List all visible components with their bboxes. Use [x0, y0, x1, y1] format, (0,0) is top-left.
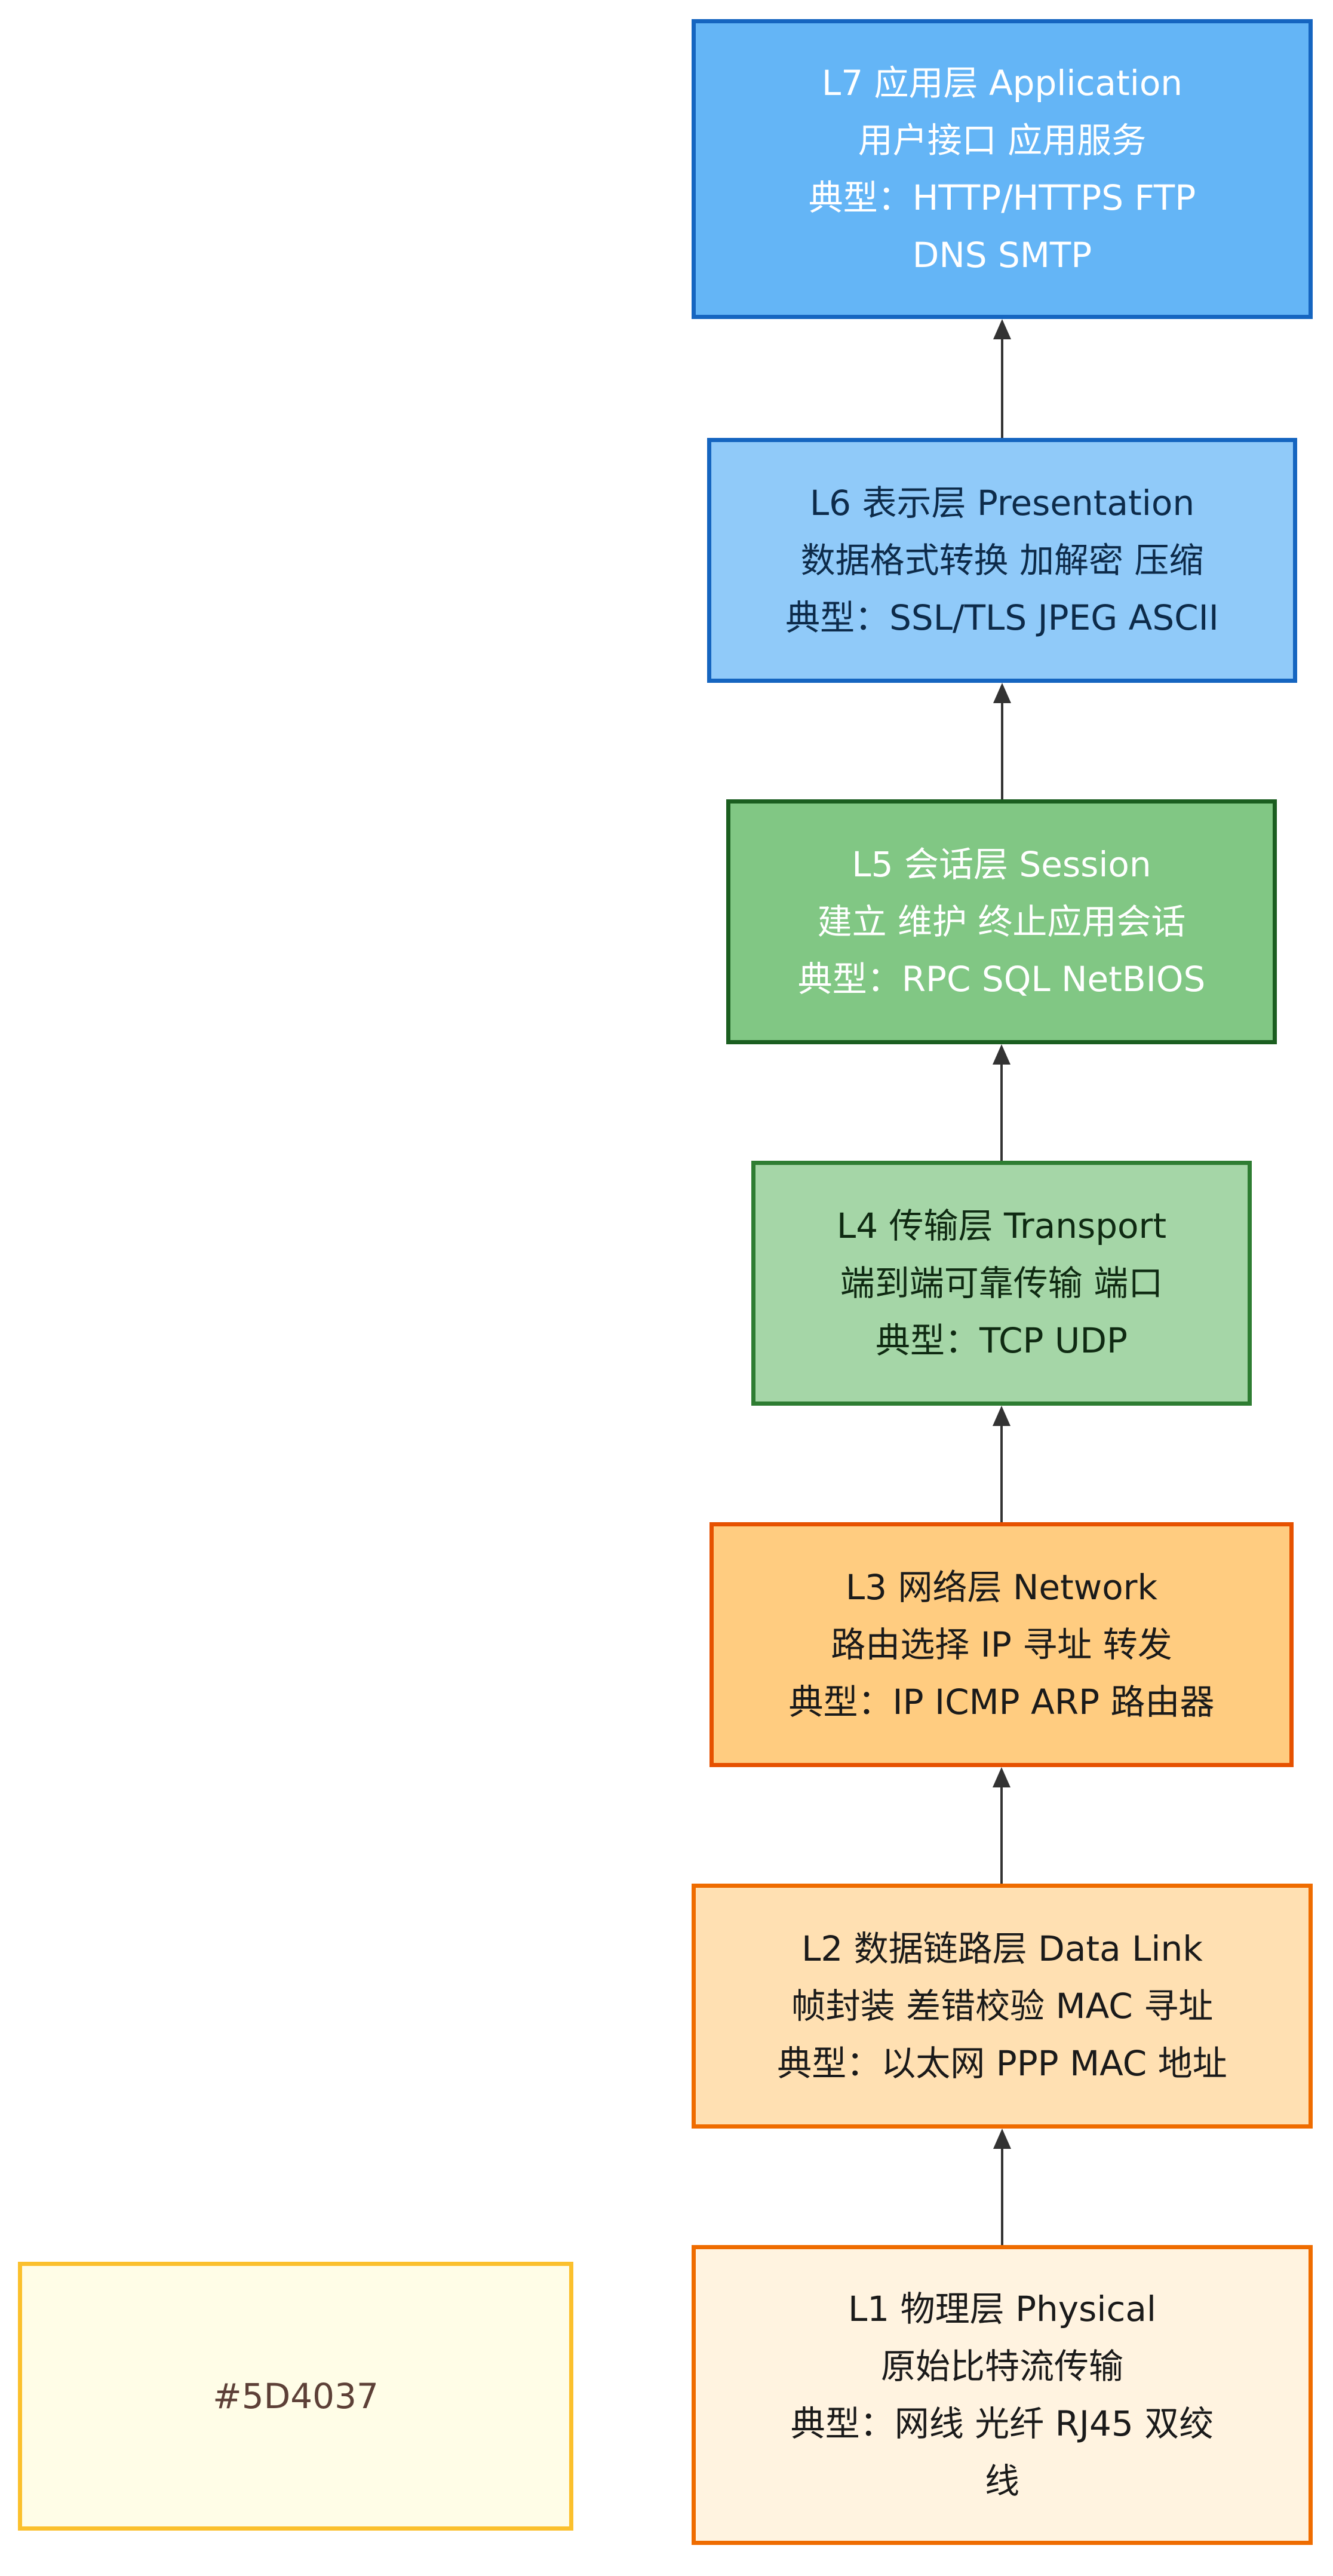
layer-description: 原始比特流传输: [880, 2346, 1123, 2387]
layer-title: L5 会话层 Session: [852, 844, 1151, 885]
layer-examples: 典型：IP ICMP ARP 路由器: [788, 1682, 1215, 1722]
layer-title: L4 传输层 Transport: [836, 1206, 1167, 1246]
layer-description: 端到端可靠传输 端口: [840, 1263, 1163, 1304]
edge-line: [1000, 1424, 1003, 1522]
edge-line: [1001, 2146, 1003, 2245]
edge-line: [1000, 1785, 1003, 1884]
edge-line: [1001, 337, 1003, 438]
layer-examples: 典型：以太网 PPP MAC 地址: [777, 2043, 1227, 2084]
arrow-up-icon: [993, 2129, 1011, 2149]
mnemonic-text: #5D4037: [213, 2376, 379, 2416]
arrow-up-icon: [993, 319, 1011, 339]
layer-description: 数据格式转换 加解密 压缩: [800, 540, 1204, 581]
layer-examples: 典型：TCP UDP: [875, 1320, 1128, 1361]
layer-title: L6 表示层 Presentation: [809, 483, 1195, 523]
layer-examples: 典型：SSL/TLS JPEG ASCII: [785, 597, 1219, 638]
layer-title: L2 数据链路层 Data Link: [801, 1928, 1203, 1969]
layer-description: 帧封装 差错校验 MAC 寻址: [791, 1986, 1214, 2026]
layer-examples-cont: 线: [984, 2461, 1019, 2501]
layer-title: L7 应用层 Application: [821, 63, 1183, 103]
arrow-up-icon: [993, 683, 1011, 703]
layer-examples: 典型：RPC SQL NetBIOS: [797, 959, 1206, 999]
layer-node-l7-application: L7 应用层 Application 用户接口 应用服务 典型：HTTP/HTT…: [692, 19, 1313, 319]
mnemonic-note: #5D4037: [18, 2262, 573, 2531]
edge-line: [1000, 1062, 1003, 1161]
layer-title: L3 网络层 Network: [845, 1567, 1158, 1608]
arrow-up-icon: [993, 1406, 1010, 1426]
layer-description: 用户接口 应用服务: [858, 120, 1147, 161]
layer-node-l6-presentation: L6 表示层 Presentation 数据格式转换 加解密 压缩 典型：SSL…: [707, 438, 1297, 683]
layer-node-l4-transport: L4 传输层 Transport 端到端可靠传输 端口 典型：TCP UDP: [751, 1161, 1252, 1406]
layer-node-l2-data-link: L2 数据链路层 Data Link 帧封装 差错校验 MAC 寻址 典型：以太…: [692, 1884, 1313, 2129]
layer-description: 路由选择 IP 寻址 转发: [831, 1624, 1172, 1665]
layer-examples: 典型：网线 光纤 RJ45 双绞: [790, 2403, 1214, 2444]
layer-examples: 典型：HTTP/HTTPS FTP: [808, 177, 1196, 218]
layer-node-l5-session: L5 会话层 Session 建立 维护 终止应用会话 典型：RPC SQL N…: [726, 799, 1277, 1044]
layer-node-l1-physical: L1 物理层 Physical 原始比特流传输 典型：网线 光纤 RJ45 双绞…: [692, 2245, 1313, 2545]
layer-description: 建立 维护 终止应用会话: [817, 901, 1186, 942]
arrow-up-icon: [993, 1767, 1010, 1787]
arrow-up-icon: [993, 1044, 1010, 1065]
layer-examples-cont: DNS SMTP: [912, 235, 1092, 275]
layer-node-l3-network: L3 网络层 Network 路由选择 IP 寻址 转发 典型：IP ICMP …: [710, 1522, 1294, 1767]
edge-line: [1001, 701, 1003, 799]
layer-title: L1 物理层 Physical: [847, 2289, 1157, 2329]
